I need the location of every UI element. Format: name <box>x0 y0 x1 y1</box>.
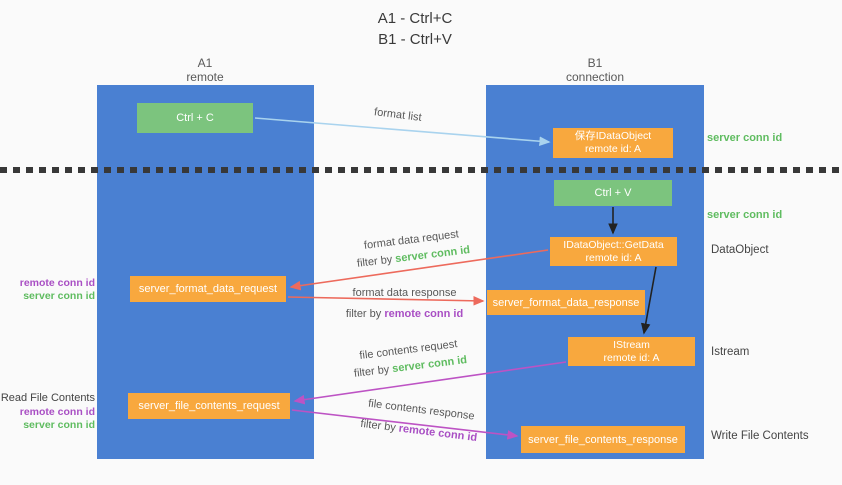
column-header-a1: A1 remote <box>145 56 265 84</box>
column-a1-role: remote <box>186 70 224 84</box>
remote-conn-id-key: remote conn id <box>384 308 464 320</box>
filter-prefix: filter by <box>359 417 400 435</box>
diagram-title: A1 - Ctrl+C B1 - Ctrl+V <box>275 8 555 50</box>
write-file-contents-label: Write File Contents <box>711 430 809 442</box>
server-format-data-response-box: server_format_data_response <box>487 290 645 315</box>
istream-label: Istream <box>711 346 750 358</box>
filter-prefix: filter by <box>345 308 385 320</box>
ctrl-v-box: Ctrl + V <box>554 180 672 206</box>
column-b1-role: connection <box>565 70 625 84</box>
istream-line1: IStream <box>613 338 650 351</box>
server-conn-id-label-left-2: server conn id <box>23 419 95 431</box>
format-data-request-label: format data request filter by server con… <box>343 224 481 274</box>
remote-conn-id-label-1: remote conn id <box>19 277 95 289</box>
remote-conn-id-label-2: remote conn id <box>19 406 95 418</box>
remote-conn-id-key: remote conn id <box>398 422 478 445</box>
left-conn-id-block-format: remote conn id server conn id <box>0 277 95 303</box>
filter-by-remote-conn-id-1: filter by remote conn id <box>337 304 472 325</box>
filter-prefix: filter by <box>356 253 396 270</box>
istream-line2: remote id: A <box>603 351 660 364</box>
server-conn-id-label-top: server conn id <box>707 132 783 144</box>
left-conn-id-block-file: Read File Contents remote conn id server… <box>0 391 95 432</box>
format-list-label: format list <box>373 106 423 124</box>
format-data-response-label: format data response filter by remote co… <box>337 283 472 325</box>
server-file-contents-request-box: server_file_contents_request <box>128 393 290 419</box>
save-idataobject-box: 保存IDataObject remote id: A <box>553 128 673 158</box>
title-line-1: A1 - Ctrl+C <box>377 10 453 27</box>
getdata-line2: remote id: A <box>585 251 642 264</box>
file-contents-request-label: file contents request filter by server c… <box>340 334 478 384</box>
read-file-contents-label: Read File Contents <box>0 392 95 404</box>
server-format-data-request-box: server_format_data_request <box>130 276 286 302</box>
column-a1-name: A1 <box>197 56 213 70</box>
ctrl-c-box: Ctrl + C <box>137 103 253 133</box>
istream-box: IStream remote id: A <box>568 337 695 366</box>
file-contents-response-label: file contents response filter by remote … <box>348 392 492 451</box>
getdata-line1: IDataObject::GetData <box>563 238 664 251</box>
save-idataobject-line2: remote id: A <box>584 143 642 155</box>
title-line-2: B1 - Ctrl+V <box>378 31 452 48</box>
filter-prefix: filter by <box>353 363 393 380</box>
column-b1-name: B1 <box>587 56 603 70</box>
format-data-response-text: format data response <box>352 287 457 299</box>
server-conn-id-label-mid: server conn id <box>707 209 783 221</box>
server-file-contents-response-box: server_file_contents_response <box>521 426 685 453</box>
server-conn-id-label-left-1: server conn id <box>23 290 95 302</box>
idataobject-getdata-box: IDataObject::GetData remote id: A <box>550 237 677 266</box>
column-header-b1: B1 connection <box>535 56 655 84</box>
save-idataobject-line1: 保存IDataObject <box>574 130 652 142</box>
dataobject-label: DataObject <box>711 244 769 256</box>
